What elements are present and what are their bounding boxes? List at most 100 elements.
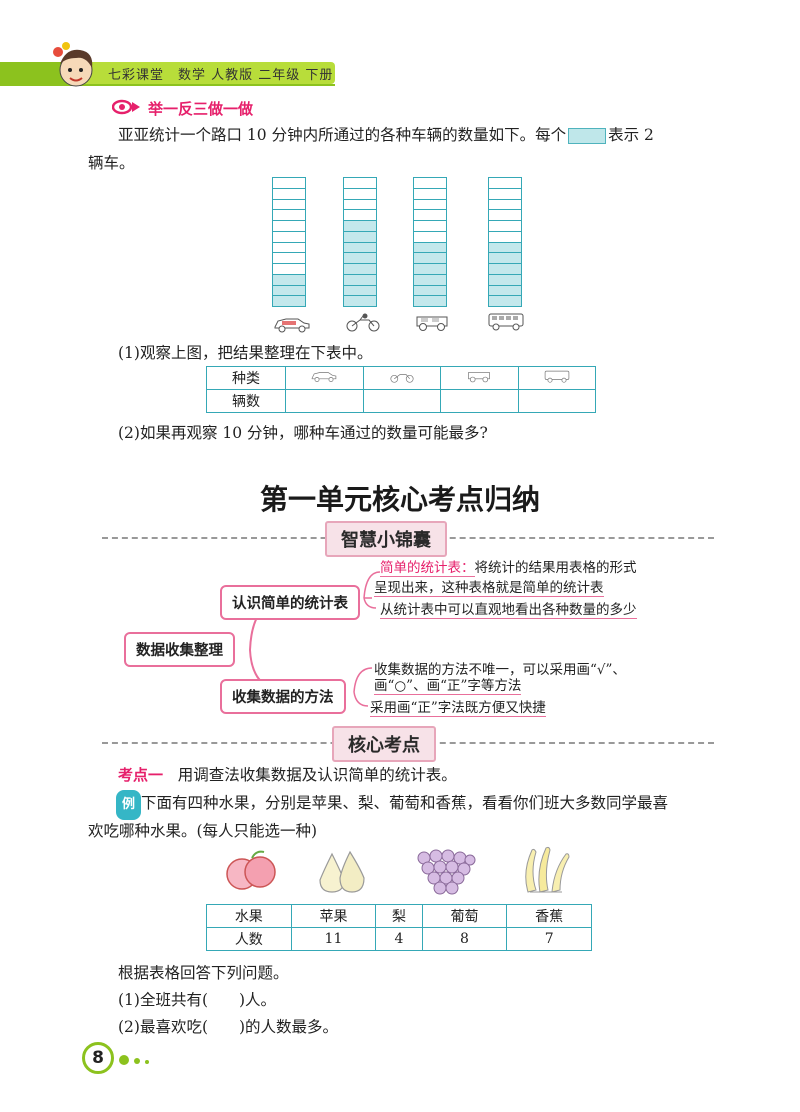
bar-cell — [414, 220, 446, 231]
question-1: (1)观察上图，把结果整理在下表中。 — [118, 344, 373, 362]
header-underline — [0, 84, 335, 86]
fruit-table: 水果 苹果 梨 葡萄 香蕉 人数 11 4 8 7 — [206, 904, 592, 951]
grape-icon — [417, 849, 476, 895]
example-line2: 欢吃哪种水果。(每人只能选一种) — [88, 822, 318, 840]
note-highlight: 简单的统计表： — [380, 560, 475, 577]
answer-cell[interactable] — [362, 389, 441, 413]
note-definition: 简单的统计表：将统计的结果用表格的形式 — [380, 556, 637, 577]
bar-cell — [414, 252, 446, 263]
bar-cell — [273, 230, 305, 242]
bar-cell — [414, 295, 446, 306]
header-title: 七彩课堂 数学 人教版 二年级 下册 — [108, 68, 334, 83]
banana-icon — [525, 846, 570, 893]
table-row-label: 人数 — [206, 927, 292, 951]
table-row-label: 种类 — [206, 366, 286, 390]
bar-cell — [414, 209, 446, 220]
bar-cell — [489, 198, 521, 210]
kaodian-label: 考点一 — [118, 766, 164, 784]
bar-cell — [414, 241, 446, 253]
bar-cell — [489, 209, 521, 220]
bar-cell — [489, 187, 521, 199]
bar-column-car — [272, 177, 306, 307]
mascot-icon — [53, 42, 93, 87]
bar-cell — [489, 241, 521, 253]
tips-badge: 智慧小锦囊 — [325, 521, 447, 557]
table-cell: 8 — [421, 927, 508, 951]
bar-cell — [489, 295, 521, 306]
bar-cell — [489, 220, 521, 231]
table-cell-car — [285, 366, 364, 390]
bar-cell — [414, 263, 446, 274]
bar-column-bus — [488, 177, 522, 307]
bus-icon — [544, 370, 569, 383]
bar-cell — [344, 220, 376, 231]
note-zheng: 采用画“正”字法既方便又快捷 — [370, 696, 546, 717]
mindmap-branch-stat-table: 认识简单的统计表 — [220, 585, 360, 620]
note-definition-line2: 呈现出来，这种表格就是简单的统计表 — [374, 576, 604, 597]
intro-line2: 辆车。 — [88, 154, 135, 172]
table-header: 水果 — [206, 904, 292, 928]
bar-cell — [489, 178, 521, 188]
table-header: 葡萄 — [421, 904, 508, 928]
vehicle-table: 种类 辆数 — [206, 366, 596, 413]
bar-cell — [273, 263, 305, 274]
note-methods: 收集数据的方法不唯一，可以采用画“√”、 — [374, 662, 626, 678]
intro-text-1: 亚亚统计一个路口 10 分钟内所通过的各种车辆的数量如下。每个 — [118, 126, 567, 144]
bar-cell — [414, 273, 446, 285]
motorbike-icon — [346, 313, 380, 332]
bar-cell — [273, 187, 305, 199]
bar-cell — [414, 187, 446, 199]
bar-cell — [273, 273, 305, 285]
bar-column-motorbike — [343, 177, 377, 307]
bar-cell — [344, 178, 376, 188]
bar-cell — [489, 284, 521, 296]
bar-cell — [489, 263, 521, 274]
table-cell-jeep — [440, 366, 519, 390]
table-cell: 7 — [506, 927, 592, 951]
answer-cell[interactable] — [285, 389, 364, 413]
table-cell-bus — [517, 366, 596, 390]
bar-cell — [344, 273, 376, 285]
intro-text-2: 表示 2 — [608, 126, 654, 144]
motorbike-icon — [390, 374, 414, 383]
kaodian-text: 用调查法收集数据及认识简单的统计表。 — [177, 766, 457, 784]
unit-title: 第一单元核心考点归纳 — [259, 483, 540, 516]
apple-icon — [226, 850, 276, 890]
bar-cell — [273, 241, 305, 253]
bar-cell — [414, 284, 446, 296]
table-header: 梨 — [375, 904, 423, 928]
jeep-icon — [416, 316, 448, 331]
question-2: (2)如果再观察 10 分钟，哪种车通过的数量可能最多? — [118, 424, 488, 442]
table-header: 香蕉 — [506, 904, 592, 928]
question-total: (1)全班共有( )人。 — [118, 991, 277, 1009]
bar-cell — [414, 230, 446, 242]
answer-cell[interactable] — [440, 389, 519, 413]
bar-cell — [273, 198, 305, 210]
table-cell: 4 — [375, 927, 423, 951]
practice-intro: 亚亚统计一个路口 10 分钟内所通过的各种车辆的数量如下。每个 表示 2 — [118, 120, 738, 150]
car-icon — [274, 318, 310, 333]
bar-cell — [344, 198, 376, 210]
question-favorite: (2)最喜欢吃( )的人数最多。 — [118, 1018, 339, 1036]
eye-icon — [112, 99, 140, 115]
table-cell: 11 — [290, 927, 377, 951]
header-bar-accent — [0, 62, 70, 84]
bar-cell — [273, 284, 305, 296]
note-methods-line2: 画“○”、画“正”字等方法 — [374, 674, 522, 695]
example-text: 下面有四种水果，分别是苹果、梨、葡萄和香蕉，看看你们班大多数同学最喜 — [141, 794, 669, 812]
mindmap-branch-collect-method: 收集数据的方法 — [220, 679, 346, 714]
bar-cell — [344, 284, 376, 296]
page-dots-icon — [119, 1055, 149, 1065]
table-row-label: 辆数 — [206, 389, 286, 413]
jeep-icon — [468, 372, 491, 383]
example-line1: 例下面有四种水果，分别是苹果、梨、葡萄和香蕉，看看你们班大多数同学最喜 — [116, 788, 736, 820]
bar-cell — [344, 295, 376, 306]
bar-cell — [489, 273, 521, 285]
bar-cell — [344, 209, 376, 220]
note-text: 将统计的结果用表格的形式 — [474, 560, 637, 576]
answer-cell[interactable] — [517, 389, 596, 413]
bar-cell — [489, 252, 521, 263]
legend-box — [568, 128, 607, 144]
bar-cell — [273, 295, 305, 306]
bar-cell — [273, 220, 305, 231]
